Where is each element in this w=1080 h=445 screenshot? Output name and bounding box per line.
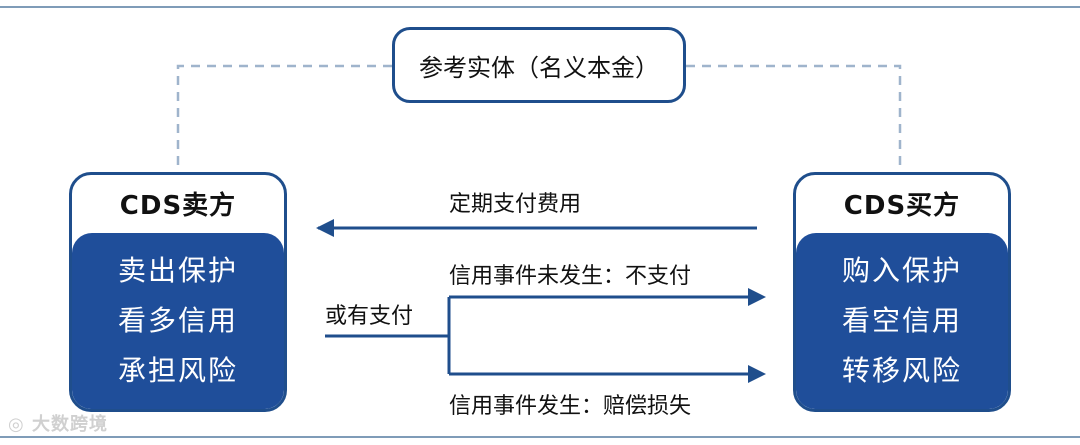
reference-entity-box: 参考实体（名义本金） <box>392 27 686 103</box>
cds-buyer-title: CDS买方 <box>843 191 961 221</box>
cds-buyer-box: CDS买方 购入保护 看空信用 转移风险 <box>793 172 1011 412</box>
buyer-role-line: 转移风险 <box>841 354 962 387</box>
event-label: 信用事件发生：赔偿损失 <box>449 394 692 419</box>
buyer-role-line: 看空信用 <box>841 304 962 337</box>
reference-entity-label: 参考实体（名义本金） <box>419 53 659 82</box>
watermark-text: 大数跨境 <box>31 414 108 435</box>
dashed-link-seller <box>176 64 392 172</box>
bottom-rule <box>0 436 1080 438</box>
no-event-label: 信用事件未发生：不支付 <box>449 264 692 289</box>
contingent-payment-label: 或有支付 <box>325 304 414 329</box>
top-rule <box>0 6 1080 8</box>
seller-role-line: 卖出保护 <box>117 254 238 287</box>
watermark-logo-icon: ◎ <box>8 414 32 435</box>
watermark: ◎ 大数跨境 <box>8 410 108 436</box>
periodic-payment-arrowhead <box>316 219 334 237</box>
cds-buyer-roles: 购入保护 看空信用 转移风险 <box>796 233 1008 409</box>
no-event-arrowhead <box>748 288 766 306</box>
dashed-link-buyer <box>686 64 902 172</box>
event-arrowhead <box>748 365 766 383</box>
cds-seller-title: CDS卖方 <box>119 191 237 221</box>
cds-seller-box: CDS卖方 卖出保护 看多信用 承担风险 <box>69 172 287 412</box>
periodic-payment-label: 定期支付费用 <box>449 192 582 217</box>
seller-role-line: 看多信用 <box>117 304 238 337</box>
seller-role-line: 承担风险 <box>117 354 238 387</box>
cds-seller-roles: 卖出保护 看多信用 承担风险 <box>72 233 284 409</box>
buyer-role-line: 购入保护 <box>841 254 962 287</box>
